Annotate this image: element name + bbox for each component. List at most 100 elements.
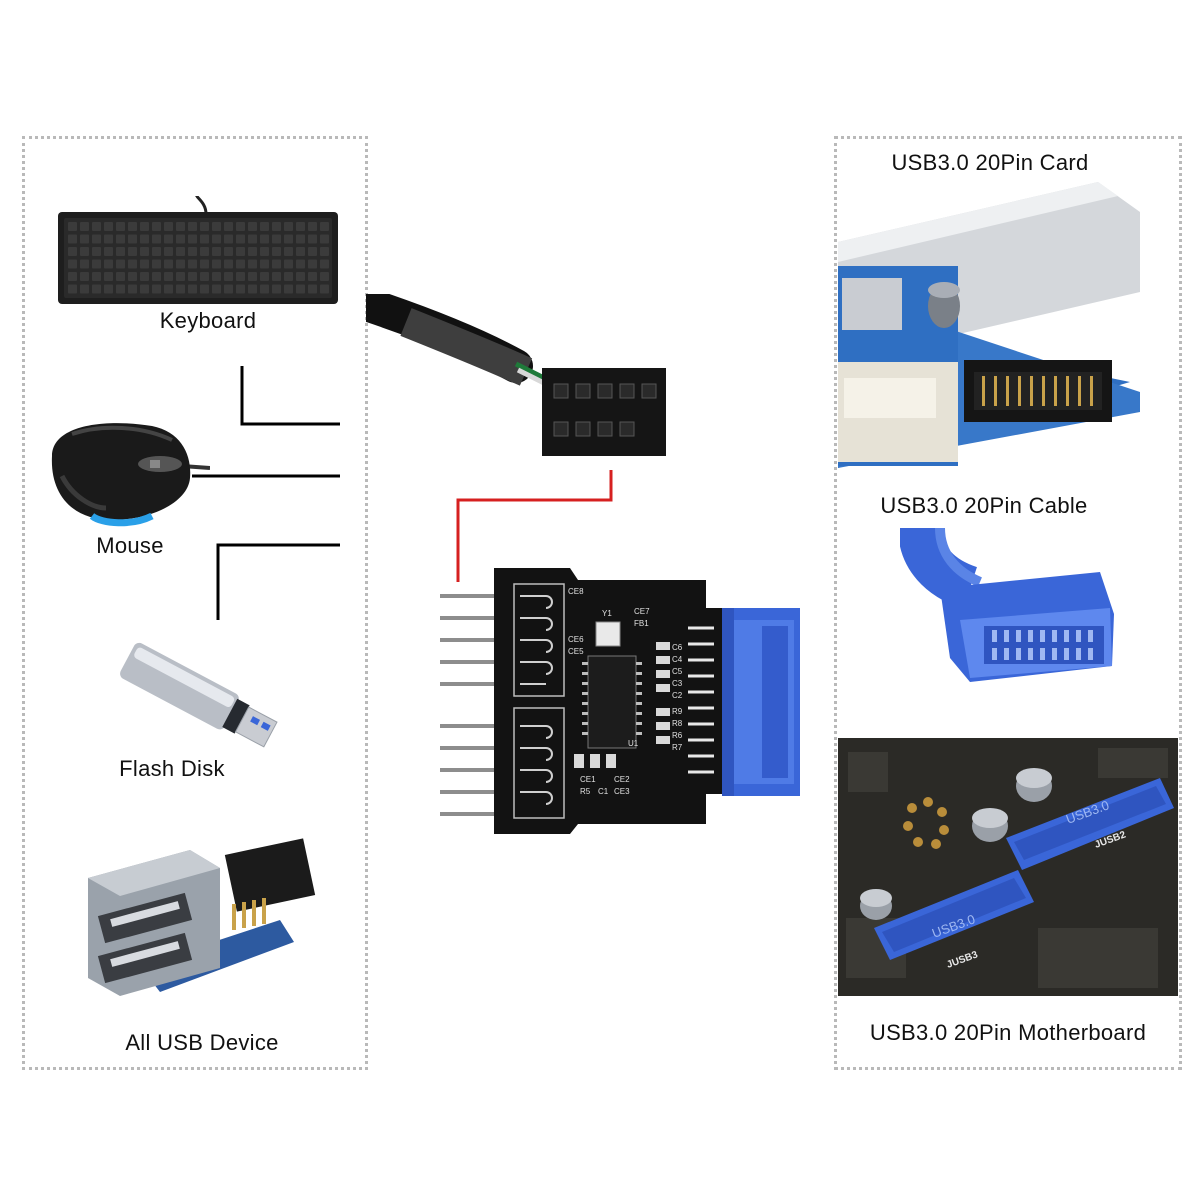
keyboard-key — [236, 234, 245, 244]
keyboard-key — [236, 284, 245, 294]
motherboard-image: JUSB2 JUSB3 USB3.0 USB3.0 — [838, 738, 1178, 996]
keyboard-key — [92, 222, 101, 231]
keyboard-key — [308, 284, 317, 294]
keyboard-key — [164, 234, 173, 244]
keyboard-key — [188, 284, 197, 294]
flash-disk-line — [216, 543, 340, 620]
keyboard-key — [320, 247, 329, 256]
keyboard-key — [236, 259, 245, 269]
right-panel — [834, 136, 1182, 1070]
keyboard-key — [236, 247, 245, 256]
keyboard-key — [152, 247, 161, 256]
keyboard-key — [272, 284, 281, 294]
red-link-line — [456, 470, 613, 582]
usb3-cable-label: USB3.0 20Pin Cable — [880, 493, 1088, 518]
silk-ce3: CE3 — [614, 787, 630, 796]
keyboard-key — [260, 222, 269, 231]
keyboard-key — [284, 259, 293, 269]
keyboard-key — [128, 272, 137, 281]
keyboard-key — [212, 284, 221, 294]
keyboard-key — [224, 234, 233, 244]
mouse-image — [51, 423, 210, 527]
silk-ce8: CE8 — [568, 587, 584, 596]
keyboard-key — [92, 259, 101, 269]
silk-ce1: CE1 — [580, 775, 596, 784]
keyboard-key — [284, 284, 293, 294]
usb3-card-image — [838, 182, 1140, 468]
keyboard-key — [80, 259, 89, 269]
keyboard-key — [152, 234, 161, 244]
keyboard-key — [212, 222, 221, 231]
keyboard-key — [224, 272, 233, 281]
keyboard-key — [224, 247, 233, 256]
keyboard-key — [248, 284, 257, 294]
silk-r9: R9 — [672, 707, 683, 716]
keyboard-key — [272, 259, 281, 269]
keyboard-key — [176, 247, 185, 256]
keyboard-key — [116, 247, 125, 256]
keyboard-key — [200, 284, 209, 294]
keyboard-key — [140, 272, 149, 281]
keyboard-key — [92, 272, 101, 281]
silk-fb1: FB1 — [634, 619, 649, 628]
keyboard-key — [104, 234, 113, 244]
keyboard-key — [152, 259, 161, 269]
keyboard-key — [140, 222, 149, 231]
keyboard-key — [284, 247, 293, 256]
keyboard-key — [92, 284, 101, 294]
keyboard-key — [284, 272, 293, 281]
silk-c6: C6 — [672, 643, 683, 652]
keyboard-key — [212, 247, 221, 256]
keyboard-key — [212, 272, 221, 281]
keyboard-key — [164, 222, 173, 231]
keyboard-key — [104, 272, 113, 281]
flash-disk-image — [120, 642, 278, 748]
keyboard-key — [248, 247, 257, 256]
keyboard-key — [308, 234, 317, 244]
keyboard-image — [58, 196, 338, 304]
keyboard-key — [248, 234, 257, 244]
keyboard-key — [116, 284, 125, 294]
keyboard-key — [140, 284, 149, 294]
mouse-label: Mouse — [96, 533, 164, 558]
flash-disk-label: Flash Disk — [119, 756, 225, 781]
keyboard-key — [80, 272, 89, 281]
keyboard-key — [128, 247, 137, 256]
silk-r7: R7 — [672, 743, 683, 752]
keyboard-key — [320, 234, 329, 244]
keyboard-key — [296, 247, 305, 256]
keyboard-key — [320, 284, 329, 294]
keyboard-key — [272, 222, 281, 231]
keyboard-key — [260, 247, 269, 256]
keyboard-key — [176, 234, 185, 244]
keyboard-key — [248, 222, 257, 231]
keyboard-key — [164, 284, 173, 294]
silk-c3: C3 — [672, 679, 683, 688]
keyboard-key — [80, 284, 89, 294]
silk-u1: U1 — [628, 739, 639, 748]
keyboard-key — [200, 272, 209, 281]
keyboard-key — [212, 234, 221, 244]
keyboard-key — [116, 272, 125, 281]
keyboard-key — [188, 259, 197, 269]
usb-device-image — [88, 838, 316, 996]
keyboard-key — [128, 222, 137, 231]
keyboard-key — [68, 247, 77, 256]
keyboard-key — [200, 222, 209, 231]
silk-r6: R6 — [672, 731, 683, 740]
keyboard-key — [248, 272, 257, 281]
usb3-motherboard-label: USB3.0 20Pin Motherboard — [869, 1020, 1147, 1045]
keyboard-key — [188, 222, 197, 231]
keyboard-key — [320, 272, 329, 281]
silk-ce7: CE7 — [634, 607, 650, 616]
keyboard-key — [116, 222, 125, 231]
keyboard-key — [116, 234, 125, 244]
keyboard-key — [260, 259, 269, 269]
keyboard-key — [128, 284, 137, 294]
keyboard-key — [260, 234, 269, 244]
keyboard-key — [296, 234, 305, 244]
keyboard-key — [176, 272, 185, 281]
keyboard-key — [188, 234, 197, 244]
keyboard-key — [308, 259, 317, 269]
keyboard-line — [240, 366, 340, 426]
